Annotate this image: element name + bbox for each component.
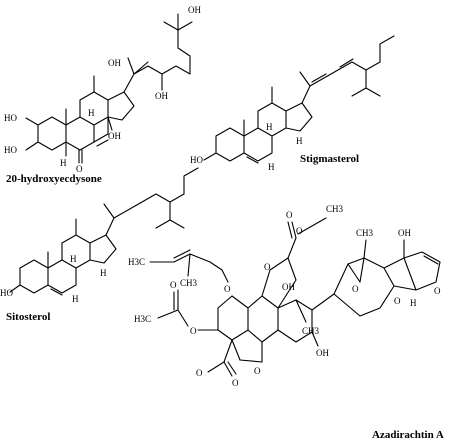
name-azadirachtin-a: Azadirachtin A (372, 429, 444, 441)
carbonyl-oxygen-label-top: O (286, 210, 293, 220)
ring-oxygen-label-cage: O (394, 296, 401, 306)
carbonyl-oxygen-label-bottom: O (232, 378, 239, 388)
methyl-label-epoxide: CH3 (356, 228, 374, 238)
hydrogen-label-9-sitosterol: H (70, 254, 77, 264)
carbonyl-oxygen-label-acetate: O (170, 280, 177, 290)
hydroxy-label-cage: OH (398, 228, 411, 238)
methyl-label-ester-top: CH3 (326, 204, 344, 214)
structure-20-hydroxyecdysone: HO HO H O OH OH OH OH H 20-hydroxyecdyso… (4, 5, 201, 185)
methyl-label-acetate: H3C (134, 314, 151, 324)
hydrogen-label-8-stigmasterol: H (268, 162, 275, 172)
hydroxy-label-3: HO (4, 145, 17, 155)
ester-oxygen-label-acetate: O (190, 326, 197, 336)
name-stigmasterol: Stigmasterol (300, 153, 359, 165)
ester-oxygen-label-top: O (296, 226, 303, 236)
hydroxy-label-stigmasterol: HO (190, 155, 203, 165)
ester-oxygen-label-tiglate: O (224, 284, 231, 294)
methyl-label-core: CH3 (302, 326, 320, 336)
name-20-hydroxyecdysone: 20-hydroxyecdysone (6, 173, 102, 185)
ring-oxygen-label-hemiacetal: O (264, 262, 271, 272)
ring-oxygen-label-furan: O (434, 286, 441, 296)
hydroxy-label-7: OH (316, 348, 329, 358)
methyl-label-tiglate-1: H3C (128, 257, 145, 267)
hydrogen-label-9: H (88, 108, 95, 118)
structure-sitosterol: HO H H H Sitosterol (0, 167, 199, 323)
hydroxy-label-hemiacetal: OH (282, 282, 295, 292)
hydrogen-label-8-sitosterol: H (72, 294, 79, 304)
structure-azadirachtin-a: H3C CH3 O O O O H3C O O O O CH3 OH O (128, 204, 444, 441)
hydrogen-label-14-stigmasterol: H (296, 136, 303, 146)
ether-oxygen-label-core: O (254, 366, 261, 376)
hydroxy-label-sitosterol: HO (0, 288, 13, 298)
ketone-oxygen-label: O (76, 164, 83, 174)
hydroxy-label-20: OH (108, 58, 121, 68)
methyl-label-tiglate-2: CH3 (180, 278, 198, 288)
hydrogen-label-14-sitosterol: H (100, 268, 107, 278)
hydrogen-label-cage: H (410, 298, 417, 308)
structure-stigmasterol: HO H H H Stigmasterol (190, 35, 395, 172)
name-sitosterol: Sitosterol (6, 311, 50, 323)
epoxide-oxygen-label: O (352, 284, 359, 294)
hydroxy-label-25: OH (188, 5, 201, 15)
hydroxy-label-22: OH (155, 91, 168, 101)
hydrogen-label-9-stigmasterol: H (266, 122, 273, 132)
hydrogen-label-5: H (60, 158, 67, 168)
hydroxy-label-2: HO (4, 113, 17, 123)
ester-oxygen-label-bottom: O (196, 368, 203, 378)
hydroxy-label-14: OH (108, 131, 121, 141)
